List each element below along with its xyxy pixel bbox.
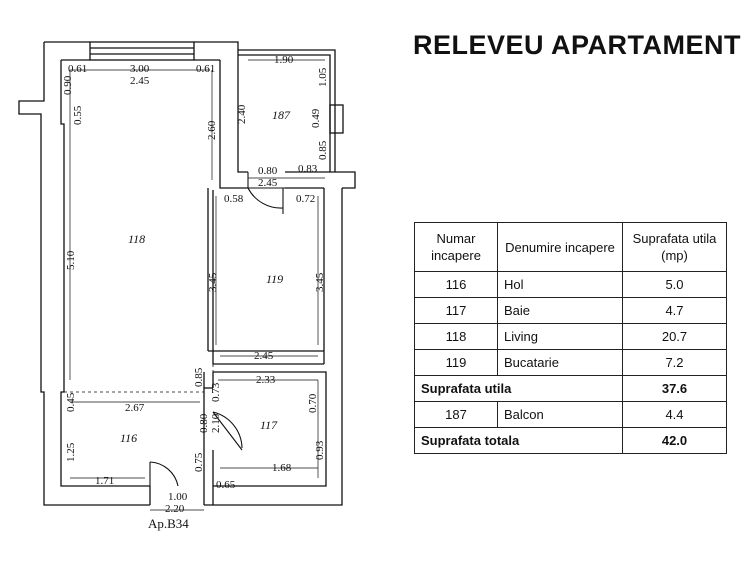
dimension-label: 0.49	[310, 108, 322, 128]
walls	[18, 41, 356, 506]
dimension-label: 2.33	[256, 374, 276, 386]
room-number: 187	[414, 401, 498, 428]
table-row: 117 Baie 4.7	[414, 297, 727, 324]
dimension-label: 1.05	[317, 67, 329, 87]
dimension-label: 2.45	[130, 75, 150, 87]
dimension-label: 3.00	[130, 63, 150, 75]
dimension-label: 0.58	[224, 193, 244, 205]
total-area: 42.0	[622, 427, 727, 454]
room-number: 117	[414, 297, 498, 324]
dimension-label: 2.10	[210, 413, 222, 433]
room-name: Baie	[497, 297, 623, 324]
room-label-117: 117	[260, 418, 278, 432]
room-label-119: 119	[266, 272, 283, 286]
dimension-label: 0.93	[314, 440, 326, 460]
floor-plan: 118 119 187 116 117 0.61 3.00 2.45 0.61 …	[18, 41, 356, 531]
room-label-118: 118	[128, 232, 145, 246]
table-row: 119 Bucatarie 7.2	[414, 349, 727, 376]
dimension-label: 1.71	[95, 475, 114, 487]
table-header-row: Numar incapere Denumire incapere Suprafa…	[414, 222, 727, 272]
table-row: 116 Hol 5.0	[414, 271, 727, 298]
dimension-label: 0.72	[296, 193, 315, 205]
dimension-label: 0.70	[307, 393, 319, 413]
dimension-label: 3.45	[314, 272, 326, 292]
room-label-116: 116	[120, 431, 137, 445]
room-area: 4.7	[622, 297, 727, 324]
dimension-lines	[69, 59, 325, 511]
dimension-label: 0.80	[198, 413, 210, 433]
dimension-label: 2.20	[165, 503, 185, 515]
dimension-label: 2.45	[258, 177, 278, 189]
header-room-number: Numar incapere	[414, 222, 498, 272]
dimension-label: 0.80	[258, 165, 278, 177]
dashed-lines	[64, 364, 214, 393]
dimension-label: 0.73	[210, 382, 222, 402]
room-name: Balcon	[497, 401, 623, 428]
dimension-label: 0.45	[65, 392, 77, 412]
room-name: Hol	[497, 271, 623, 298]
dimension-label: 0.65	[216, 479, 236, 491]
room-number: 116	[414, 271, 498, 298]
dimension-label: 2.40	[236, 104, 248, 124]
table-row: 118 Living 20.7	[414, 323, 727, 350]
room-area: 4.4	[622, 401, 727, 428]
dimension-label: 0.75	[193, 452, 205, 472]
header-room-name: Denumire incapere	[497, 222, 623, 272]
dimension-label: 0.55	[72, 105, 84, 125]
dimension-label: 0.83	[298, 163, 318, 175]
dimension-label: 0.61	[196, 63, 215, 75]
room-area-table: Numar incapere Denumire incapere Suprafa…	[414, 222, 727, 454]
room-number: 118	[414, 323, 498, 350]
subtotal-area: 37.6	[622, 375, 727, 402]
dimension-label: 0.90	[62, 75, 74, 95]
dimension-label: 1.90	[274, 54, 294, 66]
dimension-label: 0.85	[317, 140, 329, 160]
subtotal-row: Suprafata utila 37.6	[414, 375, 727, 402]
dimension-label: 5.10	[65, 250, 77, 270]
room-number: 119	[414, 349, 498, 376]
dimension-label: 1.25	[65, 442, 77, 462]
room-area: 5.0	[622, 271, 727, 298]
room-name: Bucatarie	[497, 349, 623, 376]
room-label-187: 187	[272, 108, 291, 122]
header-useful-area: Suprafata utila (mp)	[622, 222, 727, 272]
dimension-label: 3.45	[207, 272, 219, 292]
dimension-label: 2.60	[206, 120, 218, 140]
subtotal-label: Suprafata utila	[414, 375, 623, 402]
room-name: Living	[497, 323, 623, 350]
room-area: 7.2	[622, 349, 727, 376]
dimension-label: 0.85	[193, 367, 205, 387]
dimension-label: 0.61	[68, 63, 87, 75]
table-row: 187 Balcon 4.4	[414, 401, 727, 428]
doors	[149, 172, 285, 487]
dimension-label: 1.00	[168, 491, 188, 503]
total-row: Suprafata totala 42.0	[414, 427, 727, 454]
dimension-label: 2.45	[254, 350, 274, 362]
page-title: RELEVEU APARTAMENT	[413, 30, 742, 60]
total-label: Suprafata totala	[414, 427, 623, 454]
room-area: 20.7	[622, 323, 727, 350]
dimension-label: 2.67	[125, 402, 145, 414]
apartment-label: Ap.B34	[148, 516, 189, 531]
dimension-label: 1.68	[272, 462, 292, 474]
